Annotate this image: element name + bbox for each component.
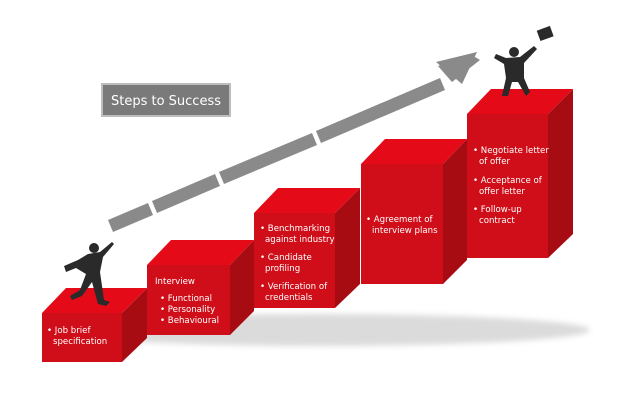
title-box: Steps to Success: [101, 83, 231, 117]
step-line: • Agreement of: [366, 215, 434, 225]
step-heading: Interview: [155, 277, 195, 287]
running-businessman-icon: [64, 242, 114, 306]
step-4-text: • Agreement of interview plans: [366, 215, 438, 236]
step-line: specification: [53, 337, 107, 347]
step-block-4: [361, 139, 467, 284]
step-line: of offer: [479, 157, 510, 167]
step-line: offer letter: [479, 187, 525, 197]
step-line: against industry: [265, 235, 335, 245]
step-5-text: • Negotiate letter of offer • Acceptance…: [473, 146, 549, 226]
step-line: • Functional: [160, 294, 212, 304]
title-text: Steps to Success: [111, 94, 221, 109]
briefcase-icon: [536, 25, 554, 42]
step-line: profiling: [265, 264, 300, 274]
step-line: • Candidate: [260, 253, 312, 263]
step-block-5: [467, 89, 573, 258]
jumping-businessman-icon: [494, 25, 554, 96]
step-block-1: [42, 288, 147, 362]
step-line: contract: [479, 216, 515, 226]
step-3-text: • Benchmarking against industry • Candid…: [260, 224, 335, 303]
step-line: • Benchmarking: [260, 224, 330, 234]
step-line: • Verification of: [260, 282, 328, 292]
step-line: interview plans: [372, 226, 438, 236]
step-2-text: Interview • Functional • Personality • B…: [155, 277, 219, 326]
step-1-text: • Job brief specification: [47, 326, 107, 347]
step-block-3: [254, 188, 360, 308]
step-line: • Job brief: [47, 326, 91, 336]
step-line: • Personality: [160, 305, 215, 315]
step-line: • Negotiate letter: [473, 146, 549, 156]
step-line: • Behavioural: [160, 316, 219, 326]
progress-arrow: [108, 52, 480, 232]
step-line: credentials: [265, 293, 313, 303]
step-line: • Follow-up: [473, 205, 522, 215]
step-line: • Acceptance of: [473, 176, 543, 186]
step-block-2: [147, 240, 254, 335]
